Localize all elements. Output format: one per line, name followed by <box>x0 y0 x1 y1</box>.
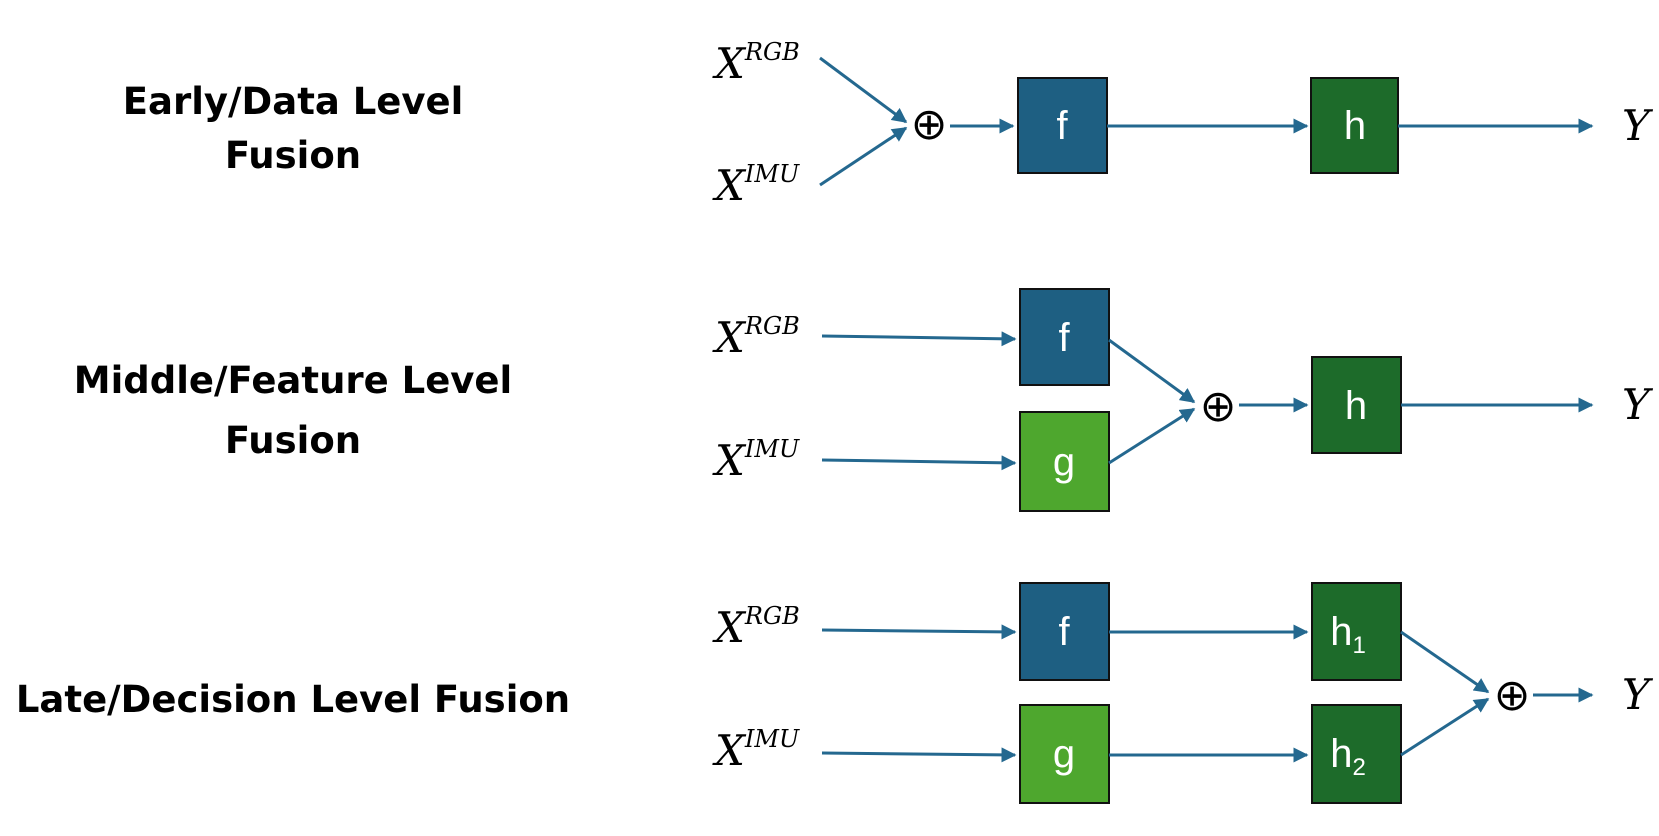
arrow-imu-to-g <box>821 455 1017 471</box>
box-g <box>1019 411 1110 512</box>
row-label-line1: Middle/Feature Level <box>74 359 512 402</box>
box-g-label: g <box>1053 440 1075 484</box>
fusion-sum-icon: ⊕ <box>1494 670 1531 721</box>
arrow-h1-to-sum <box>1400 630 1490 694</box>
output-y: Y <box>1622 101 1654 150</box>
arrow-h2-to-sum <box>1400 697 1490 757</box>
fusion-sum-icon: ⊕ <box>911 99 948 150</box>
input-x-imu: XIMU <box>712 725 800 775</box>
box-f <box>1019 288 1110 386</box>
row-late-fusion: Late/Decision Level Fusion XRGB XIMU f g… <box>16 582 1654 804</box>
box-h2-label: h2 <box>1330 732 1366 781</box>
box-f-label: f <box>1058 610 1070 654</box>
box-h-label: h <box>1345 384 1367 428</box>
row-middle-fusion: Middle/Feature Level Fusion XRGB XIMU f … <box>74 288 1654 512</box>
output-y: Y <box>1622 670 1654 719</box>
row-label-line1: Early/Data Level <box>123 80 464 123</box>
input-x-imu: XIMU <box>712 160 800 210</box>
row-label: Late/Decision Level Fusion <box>16 678 570 721</box>
arrow-rgb-to-f <box>821 624 1017 640</box>
arrow-f-to-sum <box>1108 338 1196 404</box>
output-y: Y <box>1622 380 1654 429</box>
input-x-rgb: XRGB <box>712 312 800 362</box>
arrow-imu-to-g <box>821 747 1017 763</box>
row-label-line2: Fusion <box>225 134 361 177</box>
box-g <box>1019 704 1110 804</box>
box-h1-label: h1 <box>1330 610 1366 659</box>
box-h-label: h <box>1344 104 1366 148</box>
box-h <box>1310 77 1399 174</box>
box-f-label: f <box>1058 316 1070 360</box>
box-f-label: f <box>1056 104 1068 148</box>
row-label-line2: Fusion <box>225 419 361 462</box>
arrow-imu-to-sum <box>819 126 908 187</box>
arrow-rgb-to-sum <box>819 56 908 124</box>
input-x-imu: XIMU <box>712 435 800 485</box>
arrow-g-to-sum <box>1108 407 1196 465</box>
fusion-sum-icon: ⊕ <box>1200 381 1237 432</box>
box-h1 <box>1311 582 1402 681</box>
arrow-rgb-to-f <box>821 331 1017 347</box>
row-early-fusion: Early/Data Level Fusion XRGB XIMU ⊕ f h … <box>123 38 1654 210</box>
input-x-rgb: XRGB <box>712 38 800 88</box>
box-h2 <box>1311 704 1402 804</box>
input-x-rgb: XRGB <box>712 602 800 652</box>
box-g-label: g <box>1053 732 1075 776</box>
